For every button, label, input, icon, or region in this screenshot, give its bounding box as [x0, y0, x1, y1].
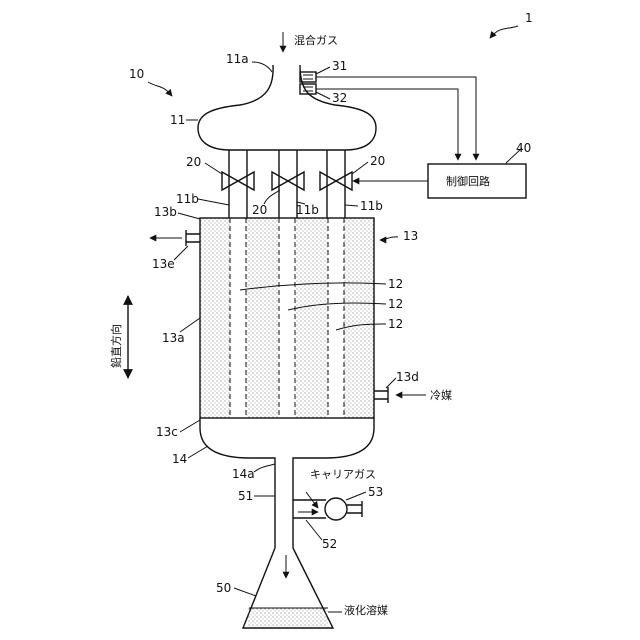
leader-13b	[178, 213, 200, 219]
carrier-port	[293, 500, 326, 518]
label-13c: 13c	[156, 425, 178, 439]
label-10: 10	[129, 67, 144, 81]
leader-11a	[252, 62, 272, 72]
leader-53	[346, 492, 366, 500]
label-13a: 13a	[162, 331, 185, 345]
label-14a: 14a	[232, 467, 255, 481]
port-13e	[186, 230, 200, 246]
label-11b-3: 11b	[360, 199, 383, 213]
label-50: 50	[216, 581, 231, 595]
carrier-gas-label: キャリアガス	[310, 468, 376, 481]
leader-31	[316, 67, 330, 74]
label-13b: 13b	[154, 205, 177, 219]
label-20-right: 20	[370, 154, 385, 168]
label-12-c: 12	[388, 317, 403, 331]
controller-name: 制御回路	[446, 174, 490, 188]
label-13: 13	[403, 229, 418, 243]
liquefied-solvent-label: 液化溶媒	[344, 603, 388, 617]
label-31: 31	[332, 59, 347, 73]
label-14: 14	[172, 452, 187, 466]
leader-14a	[254, 464, 275, 472]
port-13d	[374, 387, 388, 403]
sensor-31	[300, 72, 316, 82]
label-20-mid: 20	[252, 203, 267, 217]
label-40: 40	[516, 141, 531, 155]
leader-11b-3	[345, 205, 358, 206]
label-11b-1: 11b	[176, 192, 199, 206]
leader-13e	[174, 246, 188, 260]
label-11: 11	[170, 113, 185, 127]
leader-50	[234, 588, 256, 596]
label-1: 1	[525, 11, 533, 25]
leader-20-right	[352, 162, 368, 174]
coolant-label: 冷媒	[430, 389, 452, 402]
leader-52	[306, 520, 322, 540]
leader-10	[148, 82, 172, 96]
leader-13a	[180, 318, 200, 332]
pump-outlet	[347, 501, 362, 517]
label-13e: 13e	[152, 257, 175, 271]
label-52: 52	[322, 537, 337, 551]
bottom-chamber	[200, 418, 374, 470]
mixed-gas-label: 混合ガス	[294, 33, 338, 47]
leader-11b-1	[198, 199, 229, 205]
label-12-a: 12	[388, 277, 403, 291]
drain-pipe	[275, 470, 293, 548]
vertical-direction-label: 鉛直方向	[109, 324, 123, 368]
leader-13d	[386, 378, 396, 388]
label-13d: 13d	[396, 370, 419, 384]
label-11a: 11a	[226, 52, 249, 66]
liquid-solvent	[248, 608, 328, 627]
pump-53	[325, 498, 347, 520]
leader-20-mid	[264, 190, 280, 204]
leader-13	[380, 237, 398, 240]
label-32: 32	[332, 91, 347, 105]
branch-pipes	[229, 150, 345, 218]
label-20-left: 20	[186, 155, 201, 169]
leader-32	[316, 92, 330, 99]
valves	[222, 172, 352, 190]
label-53: 53	[368, 485, 383, 499]
leader-14	[188, 446, 208, 458]
header-body	[198, 65, 376, 150]
label-51: 51	[238, 489, 253, 503]
label-11b-2: 11b	[296, 203, 319, 217]
label-12-b: 12	[388, 297, 403, 311]
leader-1	[490, 26, 518, 38]
leader-13c	[180, 420, 200, 432]
leader-20-left	[205, 163, 222, 174]
